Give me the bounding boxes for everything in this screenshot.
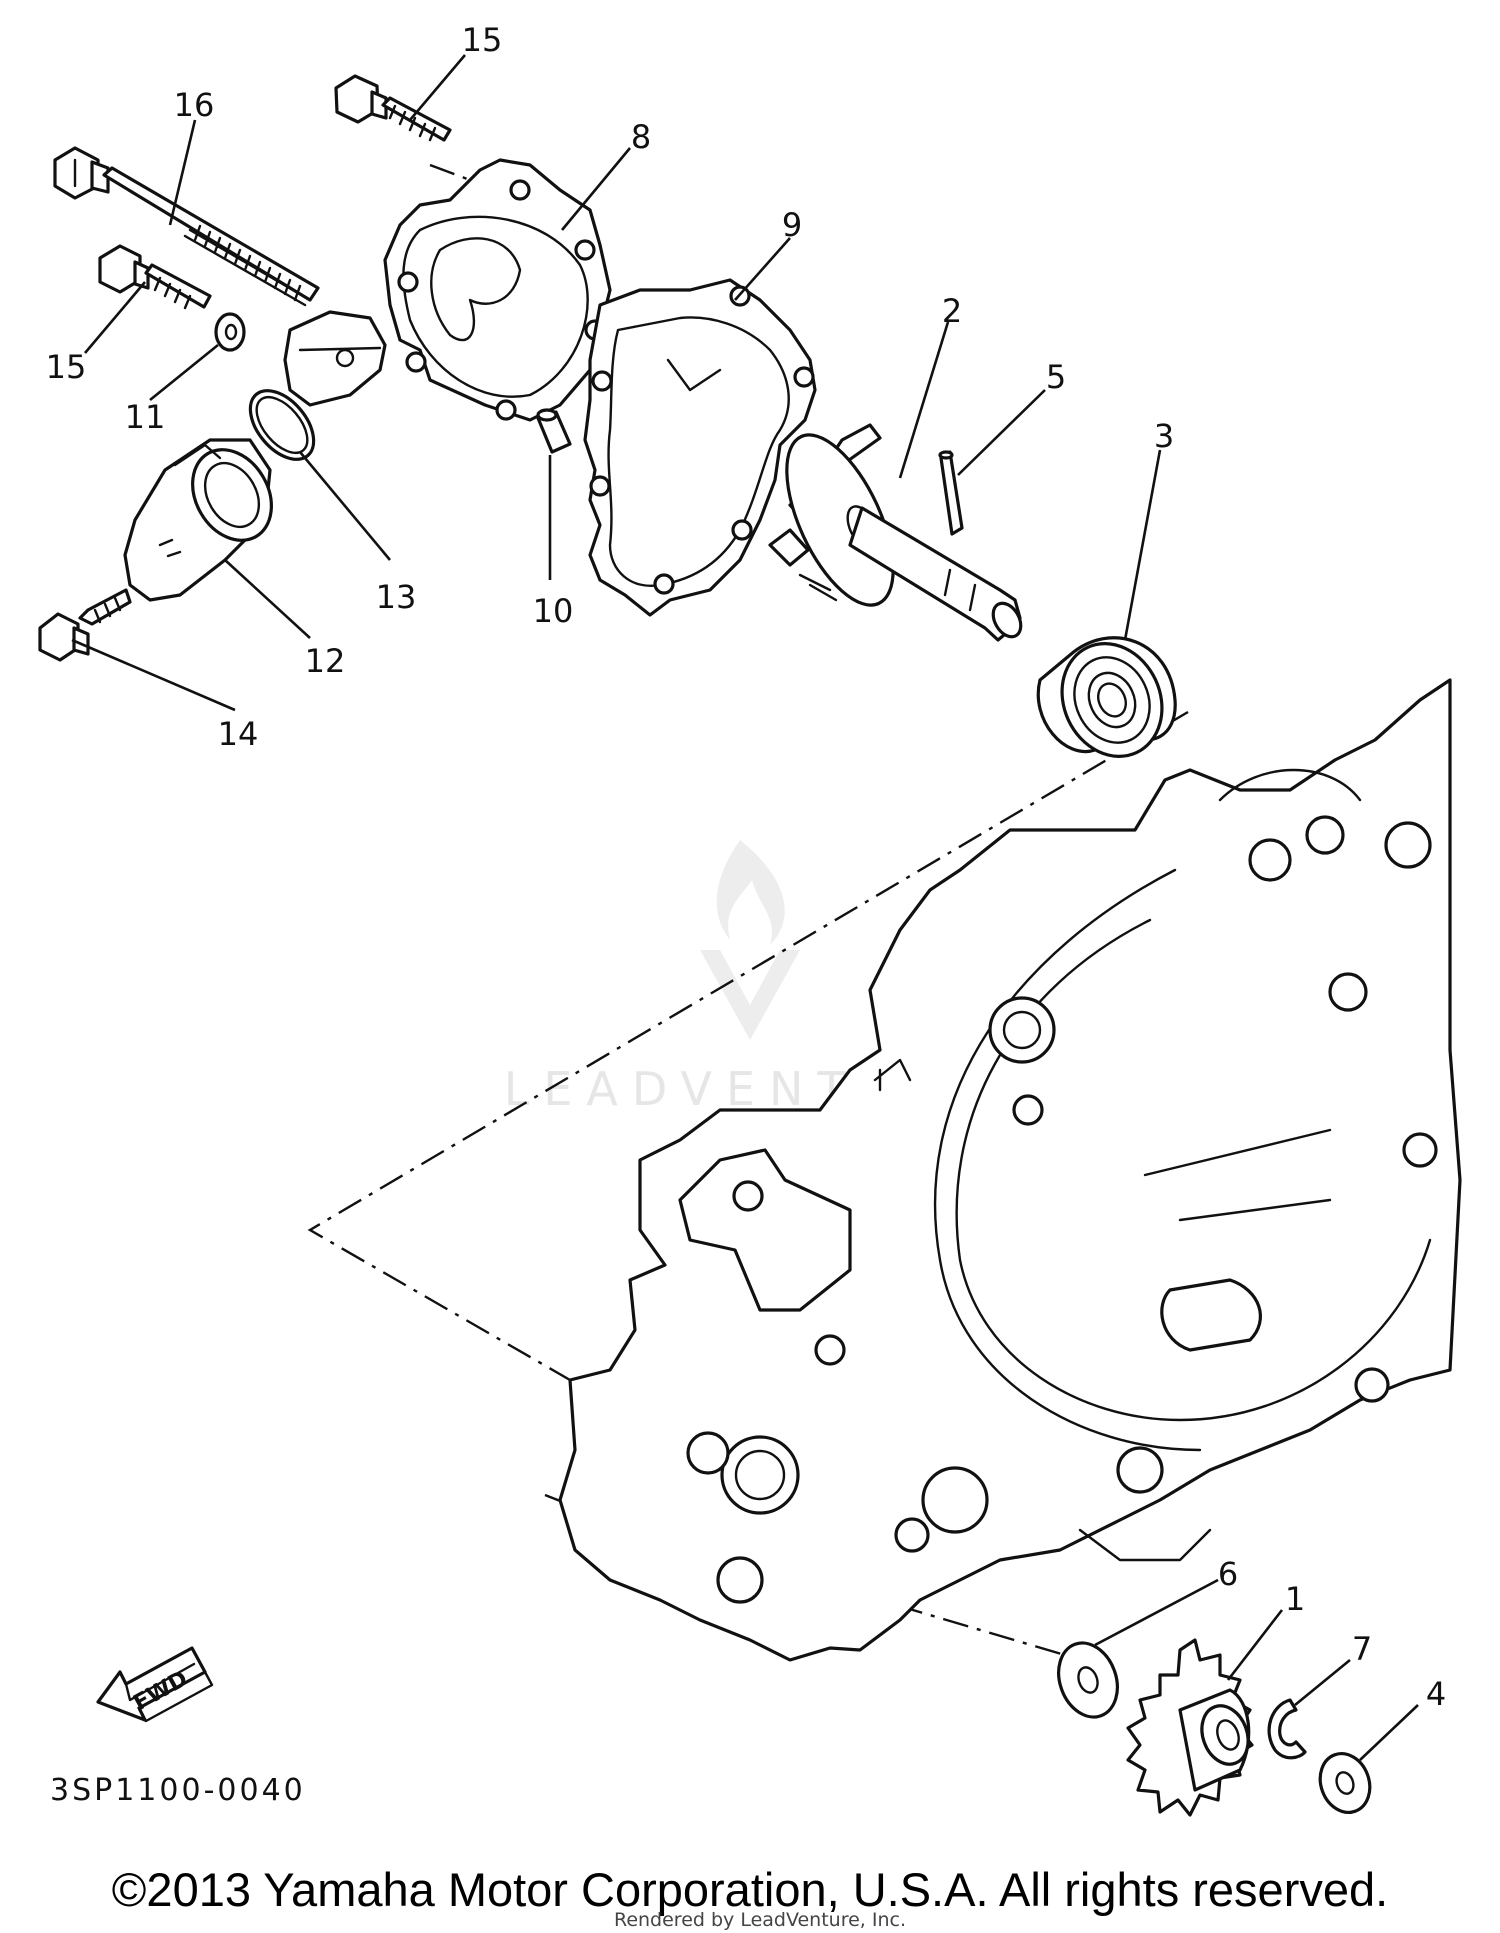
callout-10: 10 [533, 592, 574, 630]
bearing-3 [1036, 636, 1177, 758]
callout-15-left: 15 [46, 348, 87, 386]
bolt-15-left [98, 244, 212, 310]
pin-5 [938, 450, 964, 536]
callout-labels: 15 16 8 9 2 5 3 15 11 13 10 12 14 6 1 7 … [46, 21, 1447, 1713]
callout-15-top: 15 [462, 21, 503, 59]
callout-8: 8 [631, 118, 651, 156]
bolt-14 [38, 588, 132, 662]
watermark-flame-icon [716, 840, 785, 945]
o-ring-13 [248, 389, 316, 461]
figure-code: 3SP1100-0040 [50, 1773, 306, 1808]
long-bolt-16 [53, 146, 320, 307]
callout-2: 2 [942, 292, 962, 330]
dowel-pin-10 [536, 408, 572, 454]
washer-4 [1318, 1752, 1372, 1814]
callout-5: 5 [1046, 358, 1066, 396]
leader-lines [71, 54, 1419, 1761]
callout-1: 1 [1285, 1580, 1305, 1618]
gasket-9 [583, 278, 817, 617]
callout-11: 11 [125, 398, 166, 436]
impeller-shaft-2 [768, 423, 1023, 642]
callout-3: 3 [1154, 417, 1174, 455]
pump-housing-8 [283, 158, 612, 422]
callout-4: 4 [1426, 1675, 1446, 1713]
crankcase [558, 678, 1462, 1662]
callout-12: 12 [305, 642, 346, 680]
forward-direction-arrow: FWD [96, 1646, 214, 1723]
rendered-by-notice: Rendered by LeadVenture, Inc. [614, 1909, 906, 1931]
circlip-7 [1267, 1698, 1307, 1760]
callout-9: 9 [782, 206, 802, 244]
bolt-15-top [334, 74, 452, 142]
water-pipe-12 [123, 438, 273, 602]
drive-gear-1 [1126, 1638, 1254, 1817]
washer-6 [1057, 1641, 1119, 1719]
callout-6: 6 [1218, 1555, 1238, 1593]
washer-11 [214, 312, 246, 352]
callout-7: 7 [1352, 1630, 1372, 1668]
watermark-v-icon [700, 950, 800, 1040]
copyright-notice: ©2013 Yamaha Motor Corporation, U.S.A. A… [112, 1863, 1388, 1916]
callout-14: 14 [218, 715, 259, 753]
callout-13: 13 [376, 578, 417, 616]
callout-16: 16 [174, 86, 215, 124]
